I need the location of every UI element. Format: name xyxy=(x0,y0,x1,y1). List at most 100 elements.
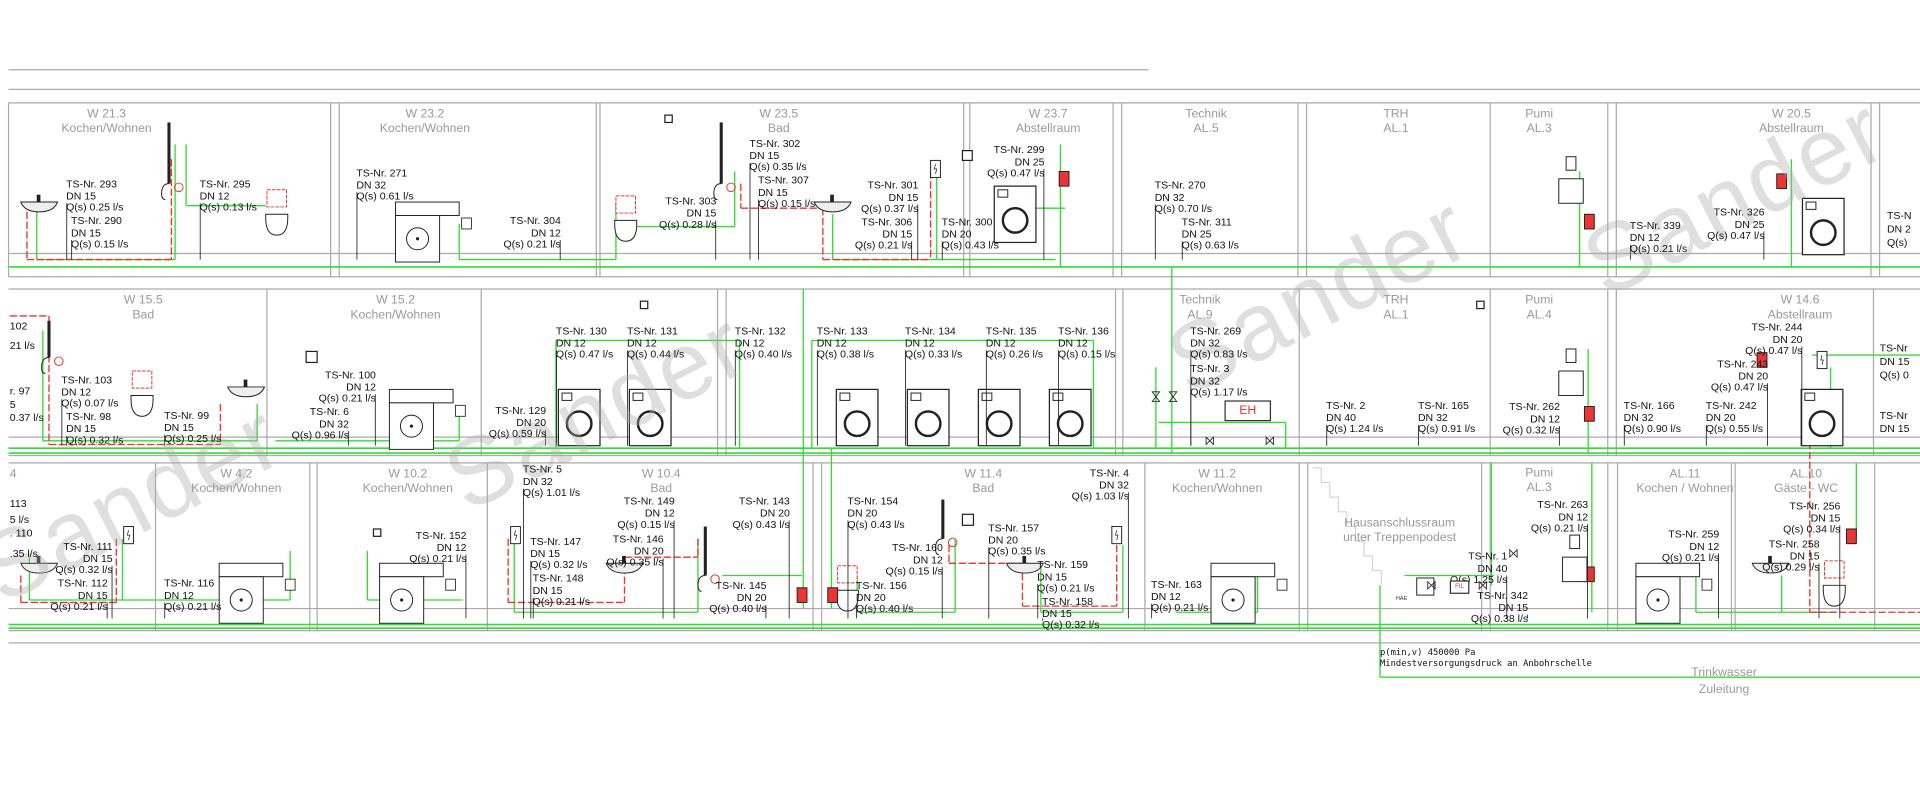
nominal-diameter: DN 20 xyxy=(736,590,767,604)
flow-rate: Q(s) 0.15 l/s xyxy=(617,518,675,531)
flow-rate: Q(s) 0.07 l/s xyxy=(61,396,119,410)
room-usage: Kochen / Wohnen xyxy=(1636,482,1734,496)
flow-rate: Q(s) 0.32 l/s xyxy=(1042,618,1100,631)
nominal-diameter: DN 12 xyxy=(644,506,675,519)
flow-rate: Q(s) 0.35 l/s xyxy=(606,556,664,569)
room-number: AL.11 xyxy=(1669,467,1701,482)
nominal-diameter: DN 25 xyxy=(1181,227,1212,240)
nominal-diameter: DN 32 xyxy=(1190,374,1221,387)
tap-icon xyxy=(830,194,834,203)
washing-machine-panel xyxy=(1804,392,1816,401)
clipped-label: 21 l/s xyxy=(9,339,35,352)
room-number: Pumi xyxy=(1525,466,1554,481)
washing-machine-panel xyxy=(561,392,573,401)
room-usage: Kochen/Wohnen xyxy=(362,482,453,496)
flow-rate: Q(s) 0.21 l/s xyxy=(1037,581,1095,595)
washbasin-icon xyxy=(1005,562,1044,574)
flow-rate: Q(s) 0.38 l/s xyxy=(816,347,875,361)
shower-hose-icon xyxy=(713,183,722,201)
nominal-diameter: DN 15 xyxy=(164,420,194,433)
nominal-diameter: DN 12 xyxy=(1530,412,1561,425)
washbasin-icon xyxy=(605,562,644,574)
tap-icon xyxy=(1768,555,1772,564)
section-number: TS-Nr. 295 xyxy=(199,177,251,190)
dishwasher-circle xyxy=(1646,588,1670,612)
section-number: TS-Nr. 307 xyxy=(757,173,809,187)
nominal-diameter: DN 12 xyxy=(1558,510,1589,523)
nominal-diameter: DN 15 xyxy=(71,226,101,239)
nominal-diameter: DN 20 xyxy=(988,533,1018,546)
flow-rate: Q(s) 0.43 l/s xyxy=(941,239,999,252)
section-number: TS-Nr. 303 xyxy=(665,194,717,207)
flow-rate: Q(s) 0.47 l/s xyxy=(555,347,614,361)
kitchen-counter-icon xyxy=(1635,562,1701,578)
room-usage: AL.3 xyxy=(1526,122,1552,136)
section-number: TS-Nr. 157 xyxy=(988,521,1040,534)
filter-icon: FIL xyxy=(1449,580,1470,594)
